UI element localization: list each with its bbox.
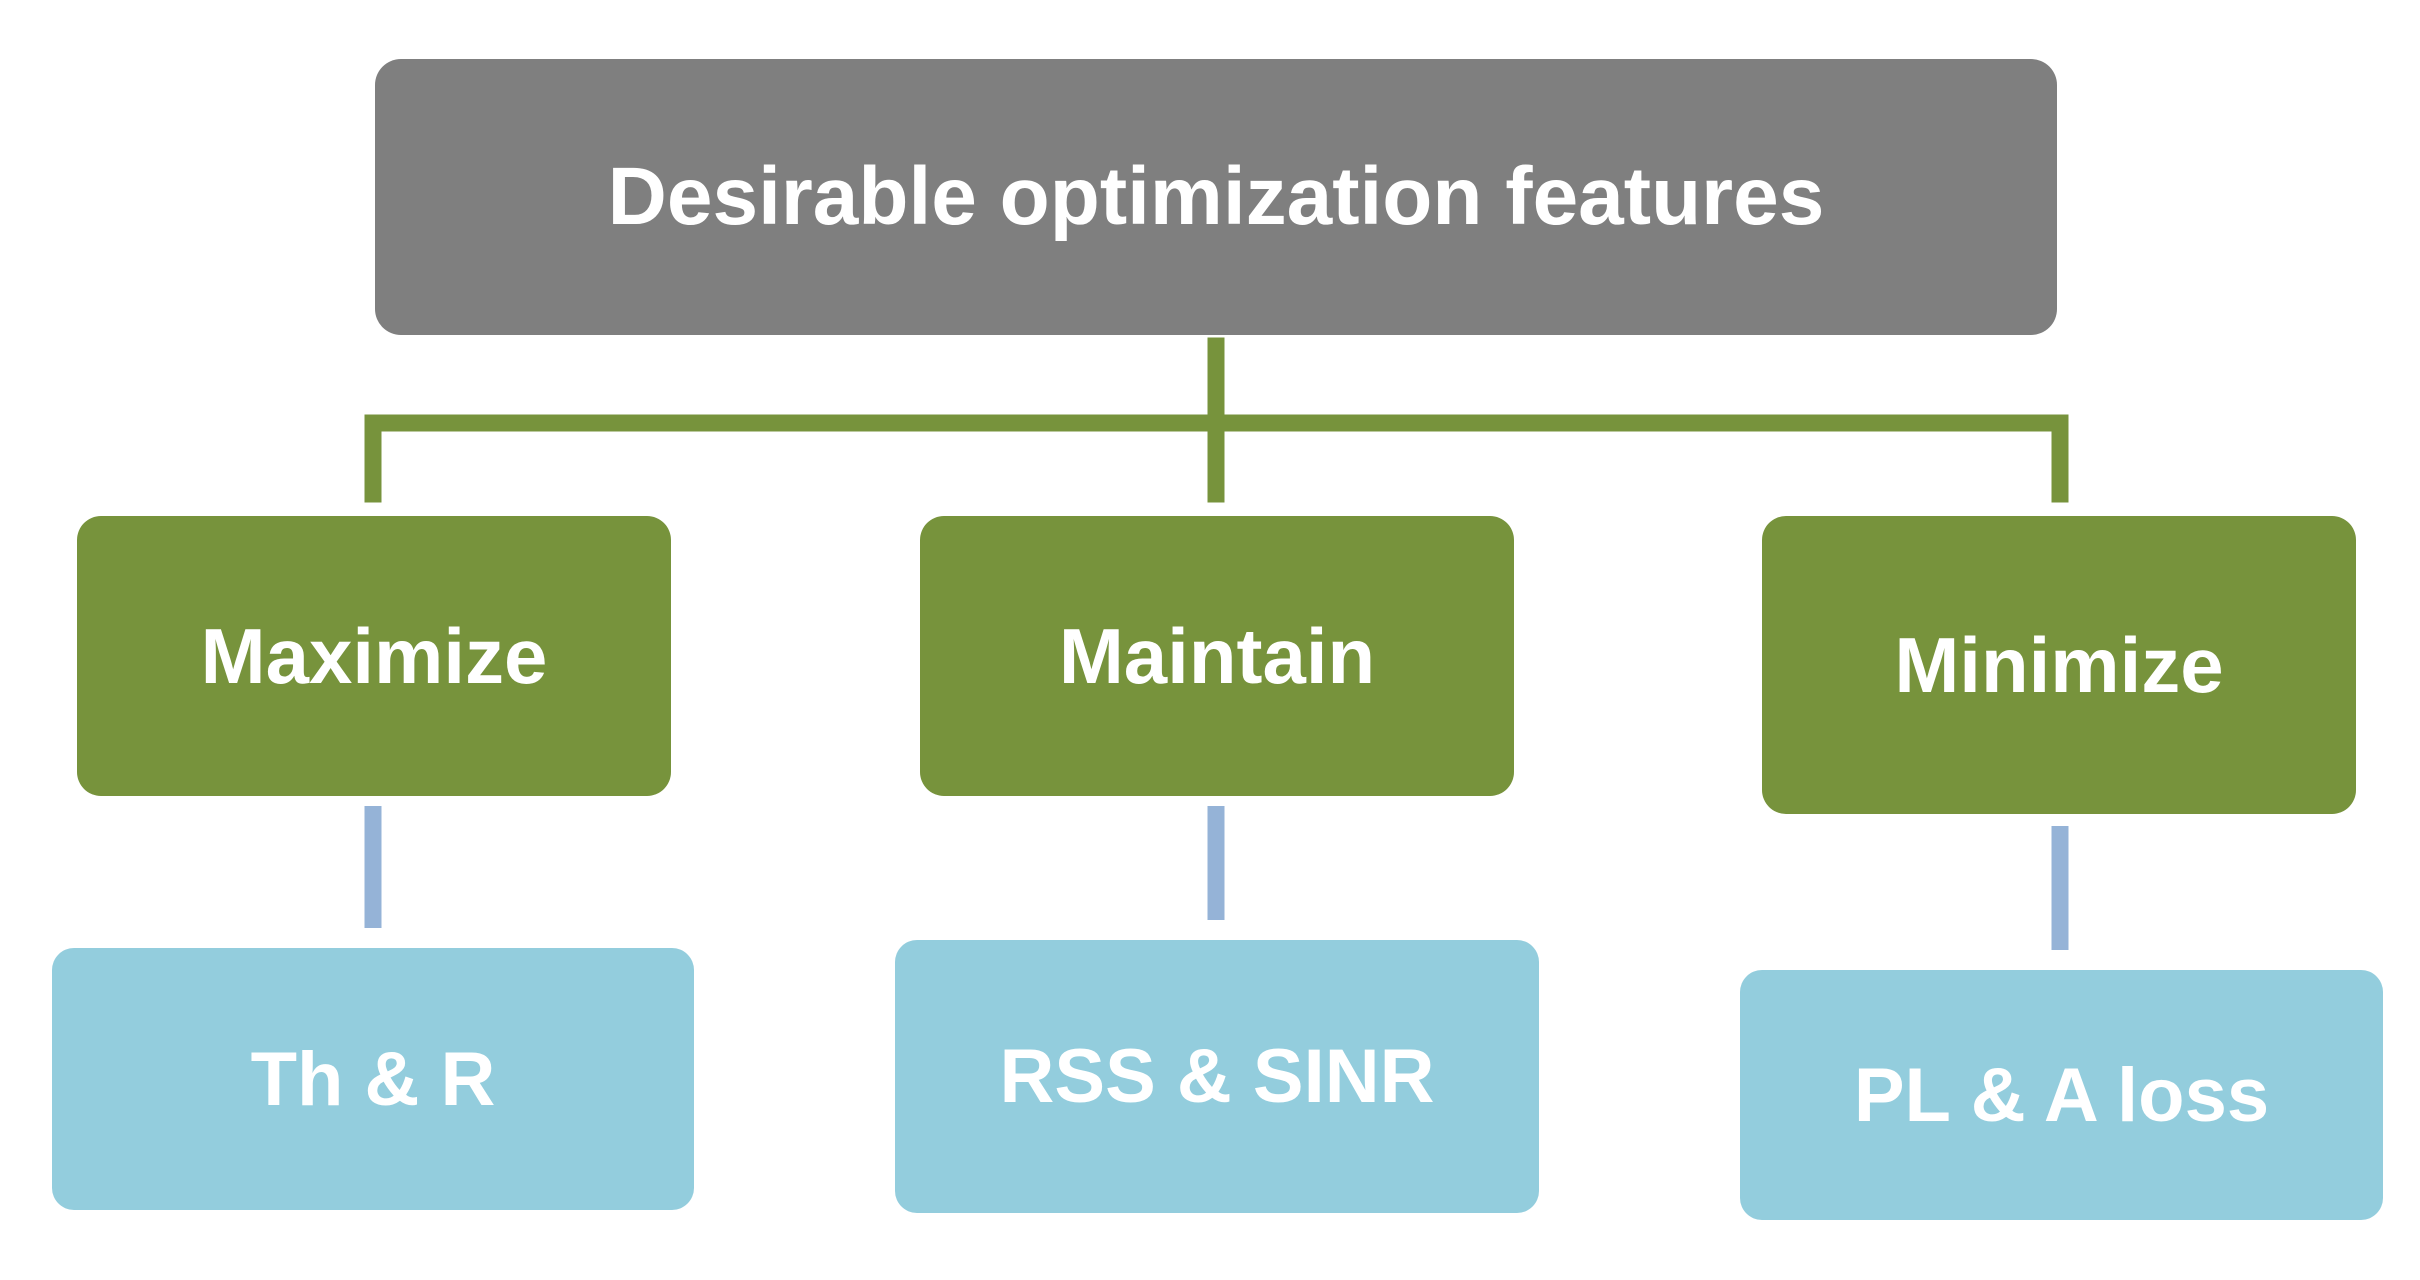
category-label-maximize: Maximize	[200, 611, 548, 700]
category-label-maintain: Maintain	[1058, 611, 1376, 700]
root-node: Desirable optimization features	[375, 59, 2057, 335]
leaf-label-minimize: PL & A loss	[1853, 1052, 2270, 1138]
leaf-node-maintain: RSS & SINR	[895, 940, 1539, 1213]
category-label-minimize: Minimize	[1894, 620, 2224, 709]
category-node-maintain: Maintain	[920, 516, 1514, 796]
leaf-label-maintain: RSS & SINR	[999, 1034, 1435, 1119]
category-node-maximize: Maximize	[77, 516, 671, 796]
root-node-label: Desirable optimization features	[607, 151, 1825, 242]
category-node-minimize: Minimize	[1762, 516, 2356, 814]
leaf-label-maximize: Th & R	[250, 1036, 496, 1122]
leaf-node-maximize: Th & R	[52, 948, 694, 1210]
leaf-node-minimize: PL & A loss	[1740, 970, 2383, 1220]
